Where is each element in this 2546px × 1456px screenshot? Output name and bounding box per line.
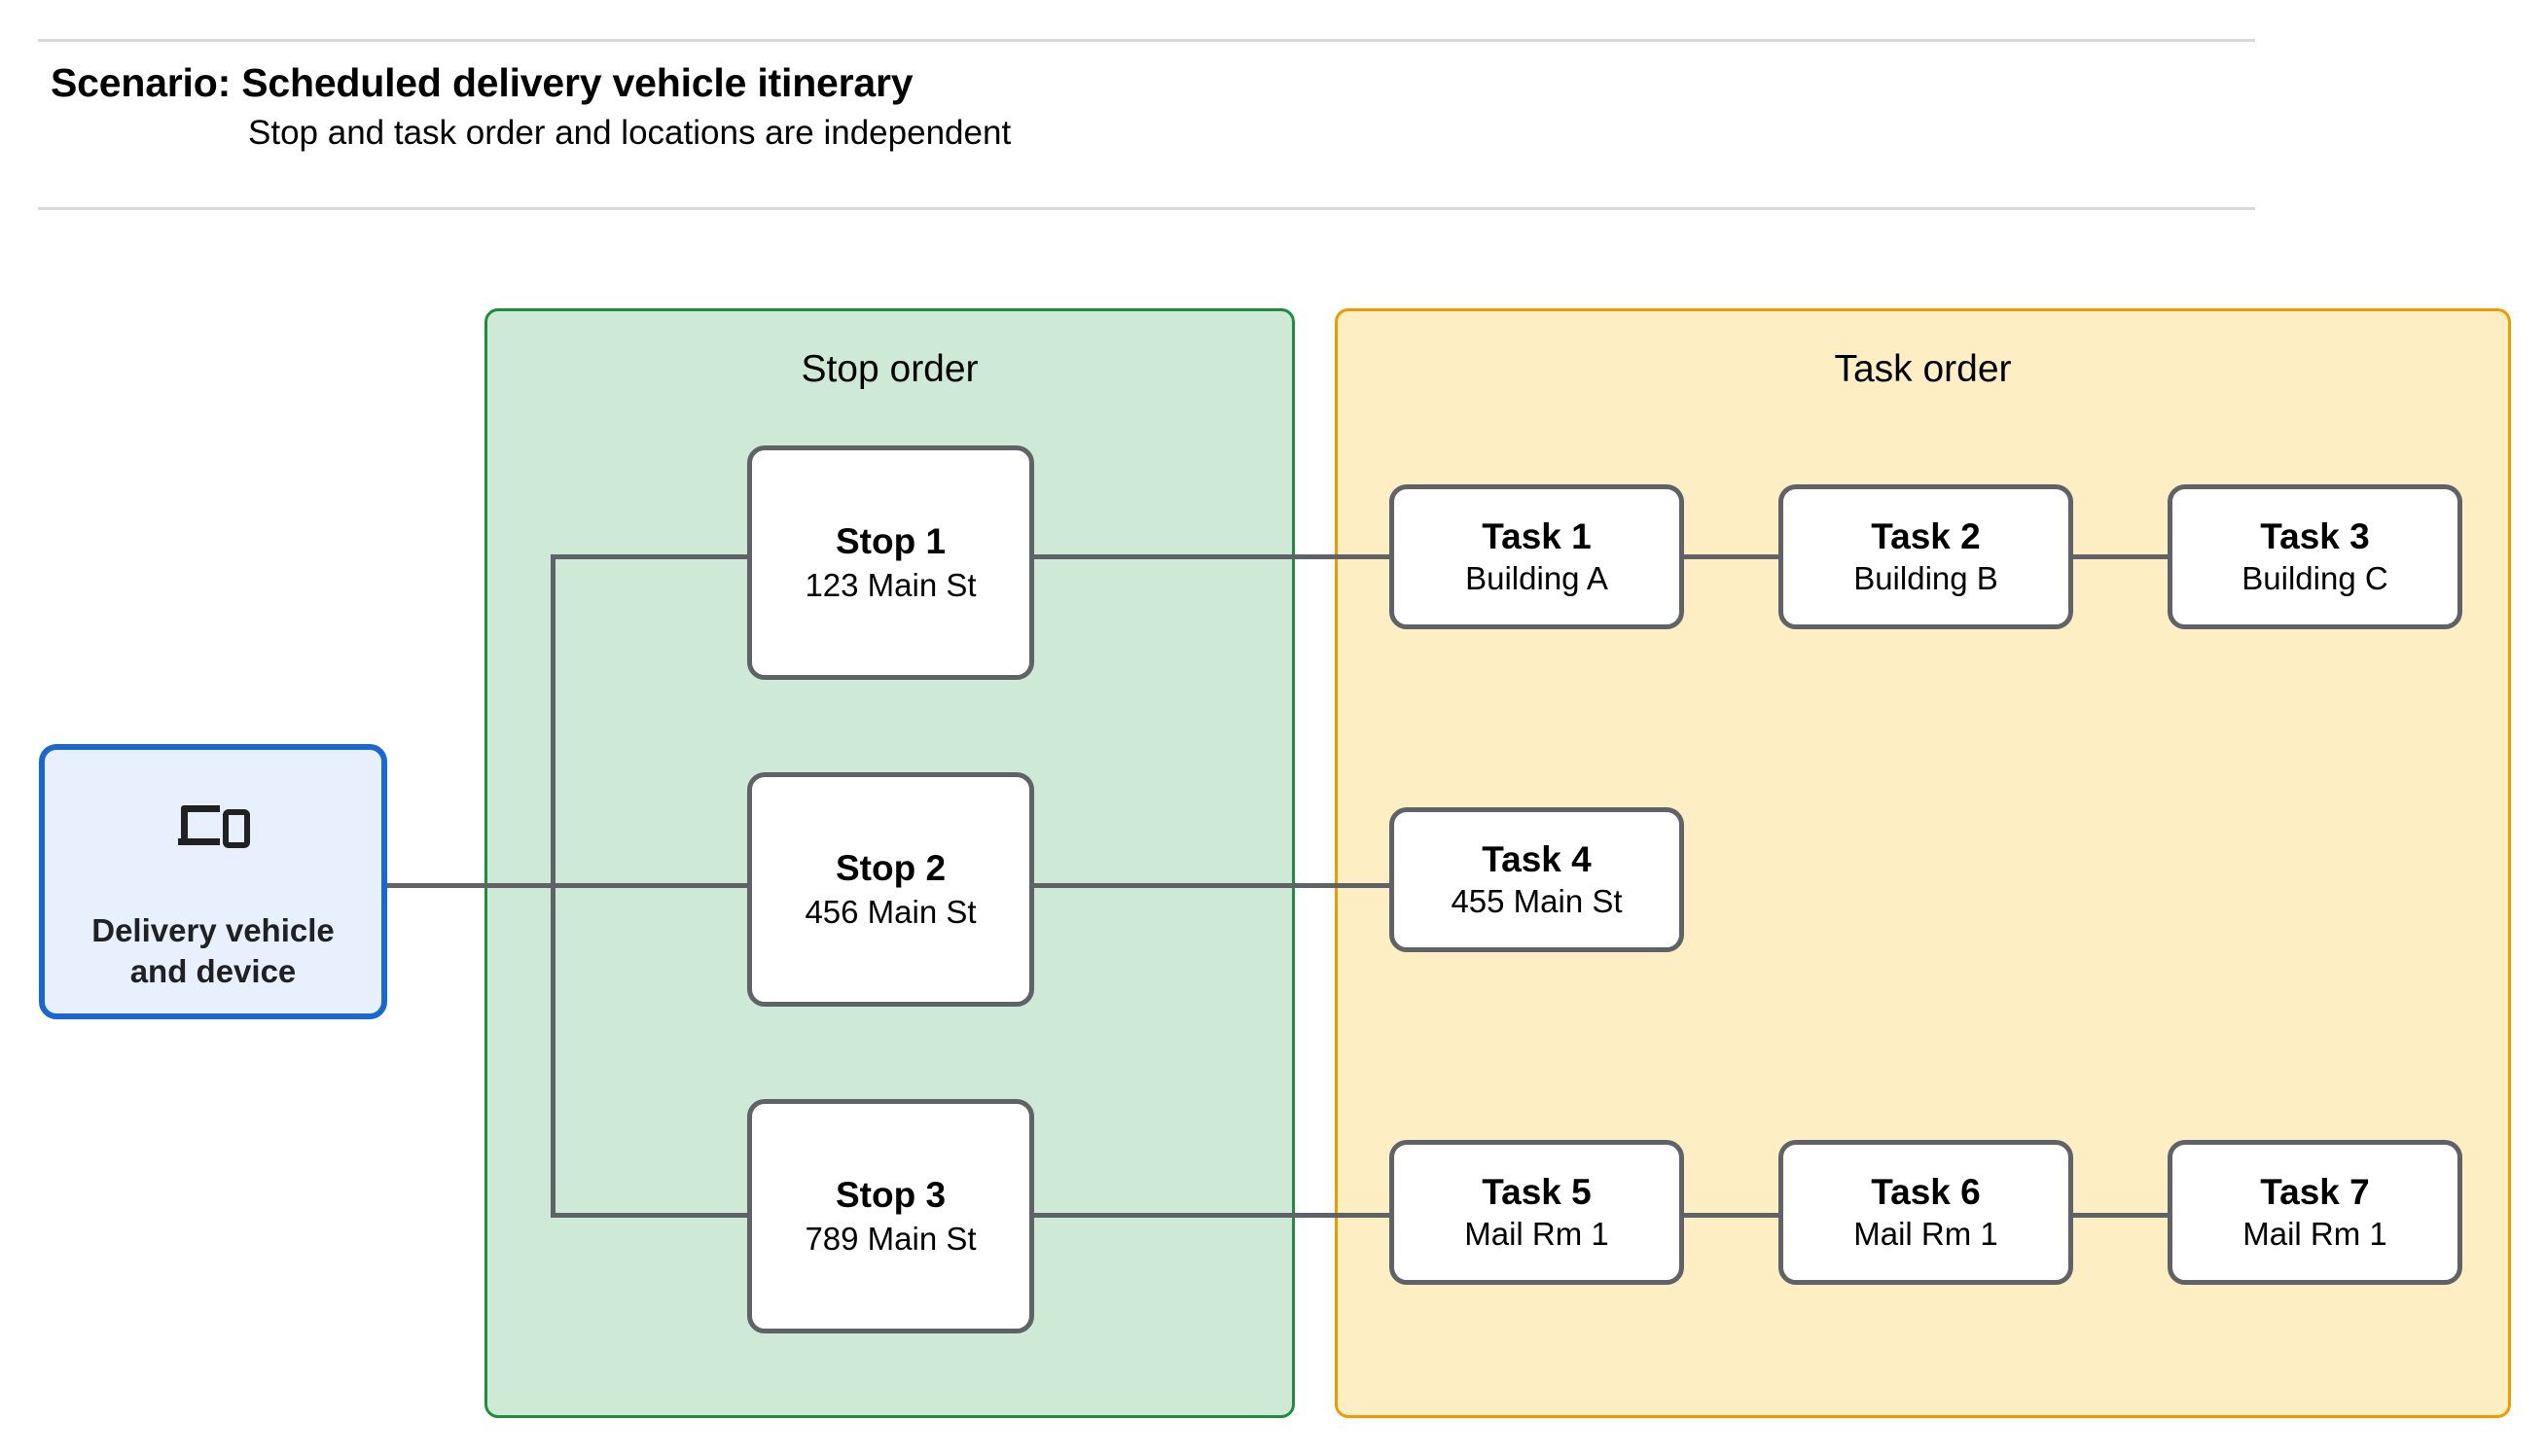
task-node-location: Mail Rm 1 (1464, 1215, 1609, 1252)
stop-node-location: 123 Main St (805, 566, 977, 603)
task-node-location: Mail Rm 1 (2242, 1215, 2387, 1252)
page-subtitle: Stop and task order and locations are in… (248, 114, 1012, 152)
stop-node-3[interactable]: Stop 3 789 Main St (747, 1099, 1034, 1333)
task-node-title: Task 5 (1482, 1171, 1592, 1212)
task-node-location: Building C (2241, 559, 2388, 596)
stop-node-title: Stop 3 (835, 1174, 947, 1215)
task-node-7[interactable]: Task 7 Mail Rm 1 (2168, 1140, 2462, 1285)
connector-stop-1-to-task-1 (1031, 554, 1391, 559)
task-node-5[interactable]: Task 5 Mail Rm 1 (1389, 1140, 1684, 1285)
stop-node-location: 456 Main St (805, 893, 977, 930)
connector-stop-2-to-task-4 (1031, 883, 1391, 888)
task-node-title: Task 4 (1482, 838, 1592, 879)
task-node-location: Building A (1465, 559, 1608, 596)
devices-icon (178, 805, 250, 848)
task-node-2[interactable]: Task 2 Building B (1778, 484, 2073, 629)
task-node-title: Task 7 (2260, 1171, 2370, 1212)
stop-node-title: Stop 2 (835, 847, 947, 888)
header-divider-top (38, 39, 2255, 42)
connector-stop-3-to-task-5 (1031, 1213, 1391, 1218)
delivery-vehicle-node[interactable]: Delivery vehicle and device (39, 744, 387, 1019)
header-divider-bottom (38, 207, 2255, 210)
task-node-location: 455 Main St (1451, 882, 1623, 919)
delivery-vehicle-label: Delivery vehicle and device (91, 912, 335, 990)
connector-task-5-to-task-6 (1681, 1213, 1780, 1218)
task-node-3[interactable]: Task 3 Building C (2168, 484, 2462, 629)
connector-vehicle-to-trunk (387, 883, 555, 888)
task-node-location: Building B (1853, 559, 1998, 596)
connector-task-6-to-task-7 (2070, 1213, 2169, 1218)
connector-trunk-to-stop-2 (551, 883, 749, 888)
task-node-6[interactable]: Task 6 Mail Rm 1 (1778, 1140, 2073, 1285)
task-node-1[interactable]: Task 1 Building A (1389, 484, 1684, 629)
stop-node-1[interactable]: Stop 1 123 Main St (747, 445, 1034, 680)
task-node-title: Task 1 (1482, 515, 1592, 556)
stop-node-location: 789 Main St (805, 1220, 977, 1257)
task-order-panel-title: Task order (1834, 348, 2012, 390)
task-node-title: Task 6 (1871, 1171, 1981, 1212)
stop-order-panel-title: Stop order (801, 348, 979, 390)
stop-node-title: Stop 1 (835, 520, 947, 561)
stop-node-2[interactable]: Stop 2 456 Main St (747, 772, 1034, 1007)
connector-trunk-to-stop-1 (551, 554, 749, 559)
task-node-title: Task 2 (1871, 515, 1981, 556)
task-node-location: Mail Rm 1 (1853, 1215, 1998, 1252)
task-node-title: Task 3 (2260, 515, 2370, 556)
task-node-4[interactable]: Task 4 455 Main St (1389, 807, 1684, 952)
connector-task-1-to-task-2 (1681, 554, 1780, 559)
connector-trunk-to-stop-3 (551, 1213, 749, 1218)
page-title: Scenario: Scheduled delivery vehicle iti… (51, 60, 914, 105)
connector-task-2-to-task-3 (2070, 554, 2169, 559)
